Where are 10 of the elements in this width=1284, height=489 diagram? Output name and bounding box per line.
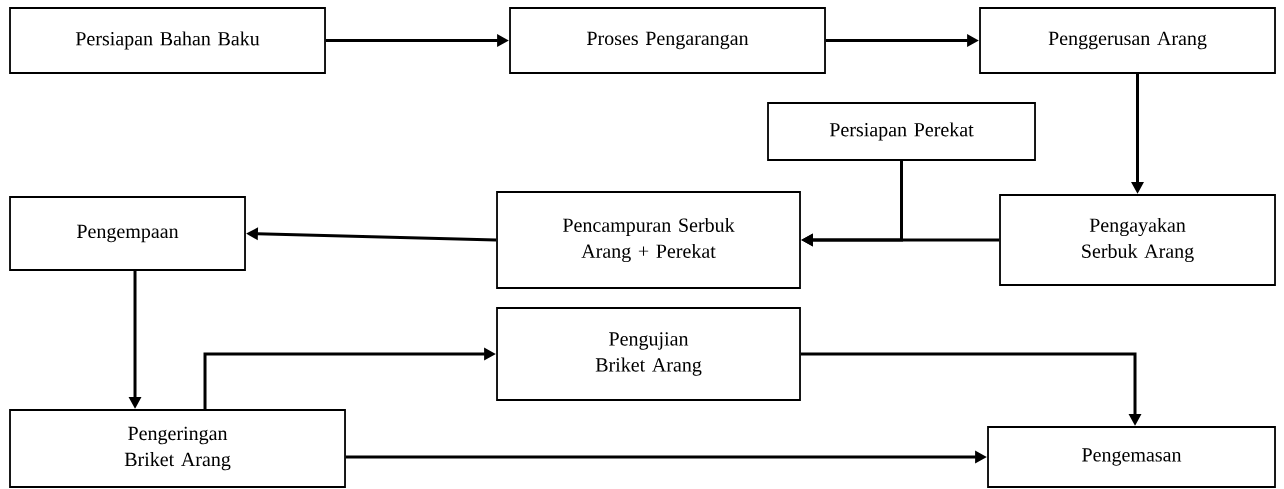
process-box: Pengemasan bbox=[987, 426, 1276, 488]
process-box: Pencampuran Serbuk Arang + Perekat bbox=[496, 191, 801, 289]
process-box: Persiapan Bahan Baku bbox=[9, 7, 326, 74]
process-box: Penggerusan Arang bbox=[979, 7, 1276, 74]
process-box: Proses Pengarangan bbox=[509, 7, 826, 74]
process-box: Pengayakan Serbuk Arang bbox=[999, 194, 1276, 286]
process-box: Persiapan Perekat bbox=[767, 102, 1036, 161]
process-box: Pengempaan bbox=[9, 196, 246, 271]
process-box: Pengeringan Briket Arang bbox=[9, 409, 346, 488]
process-box: Pengujian Briket Arang bbox=[496, 307, 801, 401]
